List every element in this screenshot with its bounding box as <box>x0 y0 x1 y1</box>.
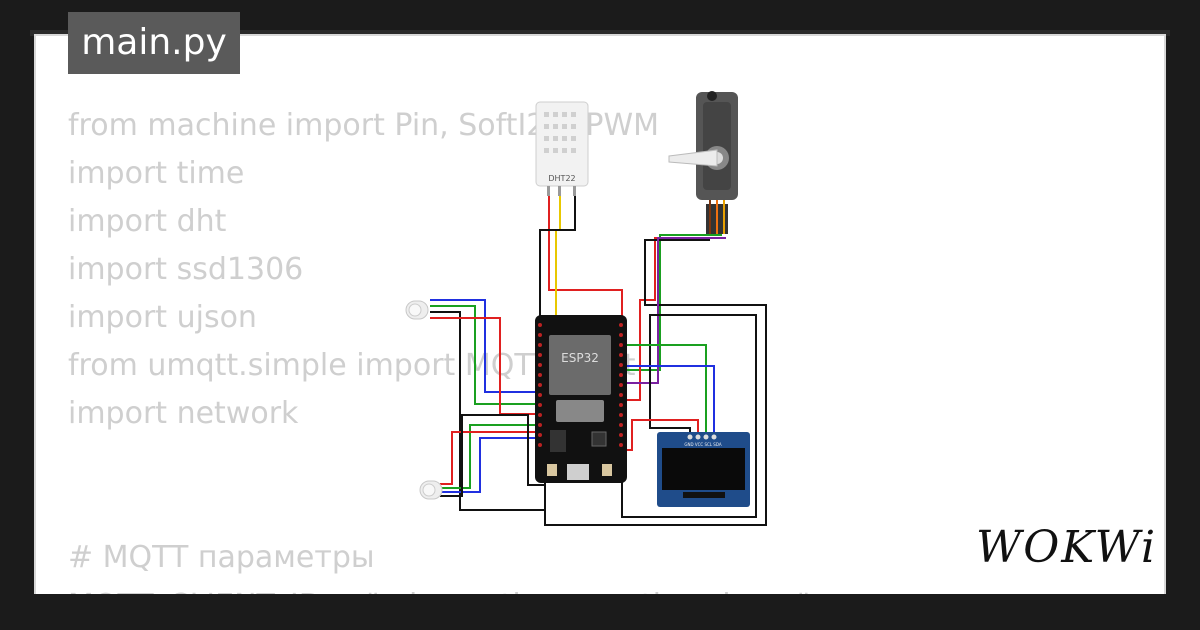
file-tab[interactable]: main.py <box>68 12 240 74</box>
rgb-led-bottom[interactable] <box>419 480 443 500</box>
wire-dht-data <box>555 190 601 333</box>
wire-led1-c <box>430 311 545 511</box>
wires <box>430 190 767 526</box>
code-line: import ssd1306 <box>68 252 304 287</box>
wire-oled-scl <box>624 344 707 437</box>
wire-led1-a <box>430 299 538 393</box>
wire-led1-b <box>430 305 538 405</box>
pin-headers <box>538 323 623 447</box>
wire-led2-d <box>440 414 545 497</box>
wokwi-logo[interactable]: WOKWi <box>976 522 1158 573</box>
servo-motor[interactable] <box>668 91 738 234</box>
wire-led2-b <box>440 437 538 493</box>
esp32-label: ESP32 <box>561 351 599 365</box>
wire-oled-sda <box>624 365 715 437</box>
wire-servo-signal <box>624 237 726 384</box>
canvas-frame <box>30 30 1170 600</box>
wire-dht-gnd <box>539 190 576 320</box>
oled-pin-labels: GND VCC SCL SDA <box>684 442 721 447</box>
code-line: # MQTT параметры <box>68 540 375 575</box>
code-line: import ujson <box>68 300 257 335</box>
wire-servo-1 <box>625 234 722 371</box>
wire-led2-c <box>440 431 538 485</box>
wire-servo-3 <box>544 239 767 526</box>
rgb-led-top[interactable] <box>405 300 429 320</box>
code-line: import network <box>68 396 299 431</box>
wire-servo-2 <box>624 237 715 401</box>
oled-display[interactable]: GND VCC SCL SDA <box>657 432 750 507</box>
code-line: import dht <box>68 204 227 239</box>
code-line: import time <box>68 156 245 191</box>
wire-oled-vcc <box>624 419 699 451</box>
wire-oled-gnd <box>621 314 757 518</box>
wire-led2-a <box>440 424 540 489</box>
esp32-board[interactable]: ESP32 <box>535 315 627 483</box>
dht-label: DHT22 <box>548 174 575 183</box>
wire-dht-vcc <box>548 190 623 330</box>
bottom-frame-edge <box>0 594 1200 630</box>
dht22-sensor[interactable]: DHT22 <box>535 101 589 196</box>
